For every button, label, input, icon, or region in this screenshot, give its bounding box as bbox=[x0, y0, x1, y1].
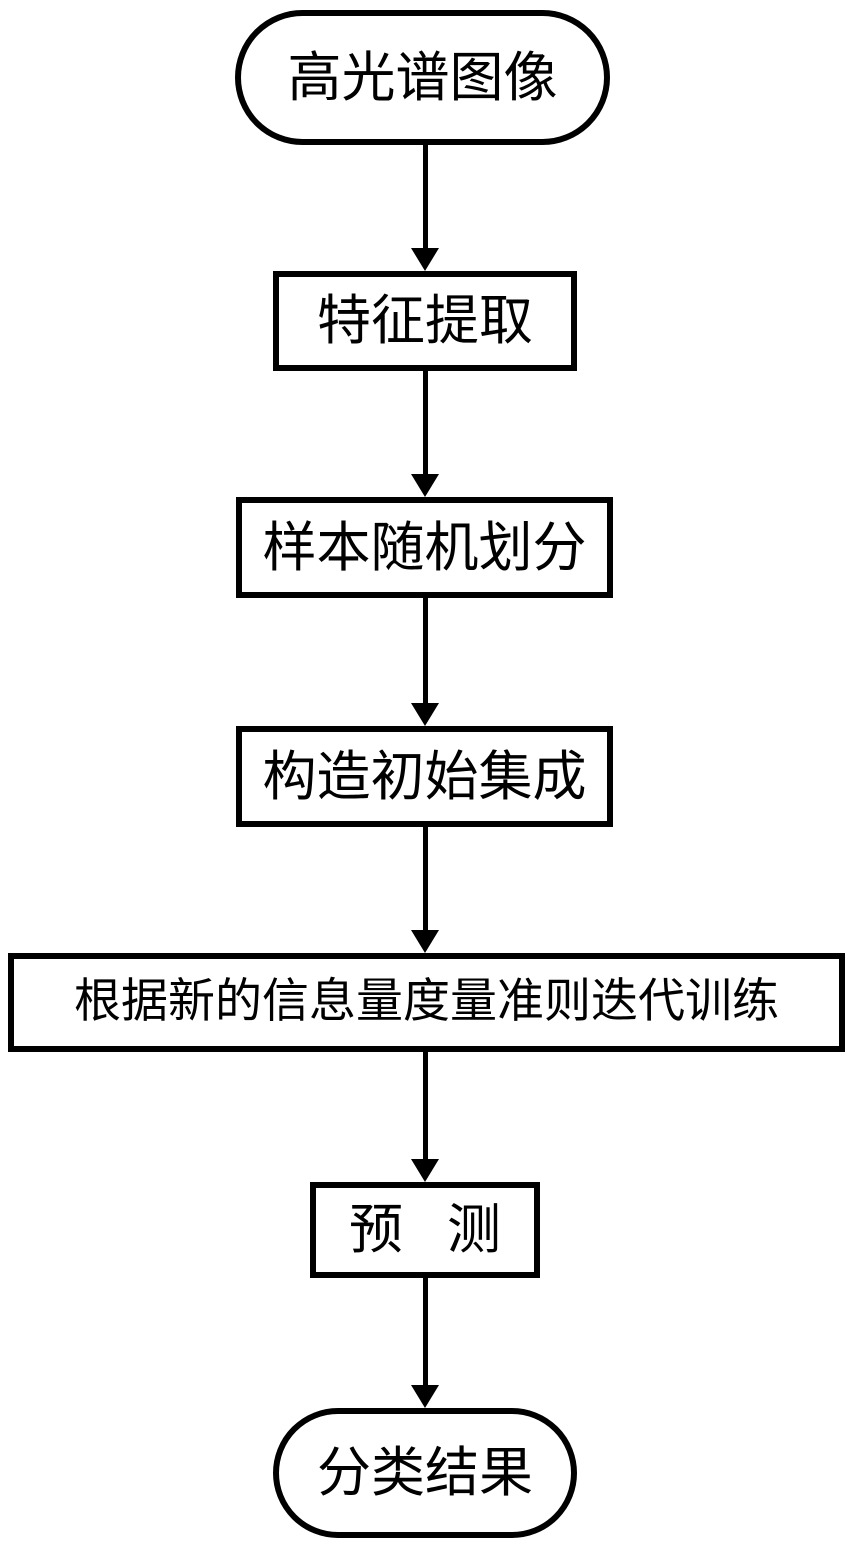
flow-arrow-2 bbox=[410, 371, 440, 497]
node-iterative-training-criterion: 根据新的信息量度量准则迭代训练 bbox=[8, 953, 845, 1052]
node-random-sample-split: 样本随机划分 bbox=[236, 497, 613, 598]
arrow-line bbox=[422, 371, 428, 474]
node-label: 根据新的信息量度量准则迭代训练 bbox=[74, 976, 779, 1028]
arrow-line bbox=[422, 598, 428, 703]
node-label: 预测 bbox=[349, 1200, 545, 1260]
node-feature-extraction: 特征提取 bbox=[273, 271, 577, 371]
flow-arrow-6 bbox=[410, 1278, 440, 1408]
arrow-line bbox=[422, 1278, 428, 1385]
flow-arrow-3 bbox=[410, 598, 440, 726]
flow-arrow-4 bbox=[410, 827, 440, 953]
flow-arrow-1 bbox=[410, 145, 440, 271]
arrow-head-icon bbox=[411, 474, 439, 497]
arrow-head-icon bbox=[411, 1385, 439, 1408]
arrow-line bbox=[422, 145, 428, 248]
node-label: 高光谱图像 bbox=[287, 47, 558, 108]
arrow-line bbox=[422, 1052, 428, 1159]
node-build-initial-ensemble: 构造初始集成 bbox=[236, 726, 613, 827]
flow-arrow-5 bbox=[410, 1052, 440, 1182]
node-label: 分类结果 bbox=[317, 1443, 533, 1503]
arrow-head-icon bbox=[411, 248, 439, 271]
arrow-head-icon bbox=[411, 703, 439, 726]
arrow-head-icon bbox=[411, 1159, 439, 1182]
node-prediction: 预测 bbox=[310, 1182, 540, 1278]
node-classification-result: 分类结果 bbox=[273, 1408, 577, 1538]
node-label: 样本随机划分 bbox=[262, 517, 587, 578]
node-label: 特征提取 bbox=[317, 291, 533, 351]
arrow-head-icon bbox=[411, 930, 439, 953]
arrow-line bbox=[422, 827, 428, 930]
node-label: 构造初始集成 bbox=[262, 746, 587, 807]
node-hyperspectral-image: 高光谱图像 bbox=[235, 10, 610, 145]
